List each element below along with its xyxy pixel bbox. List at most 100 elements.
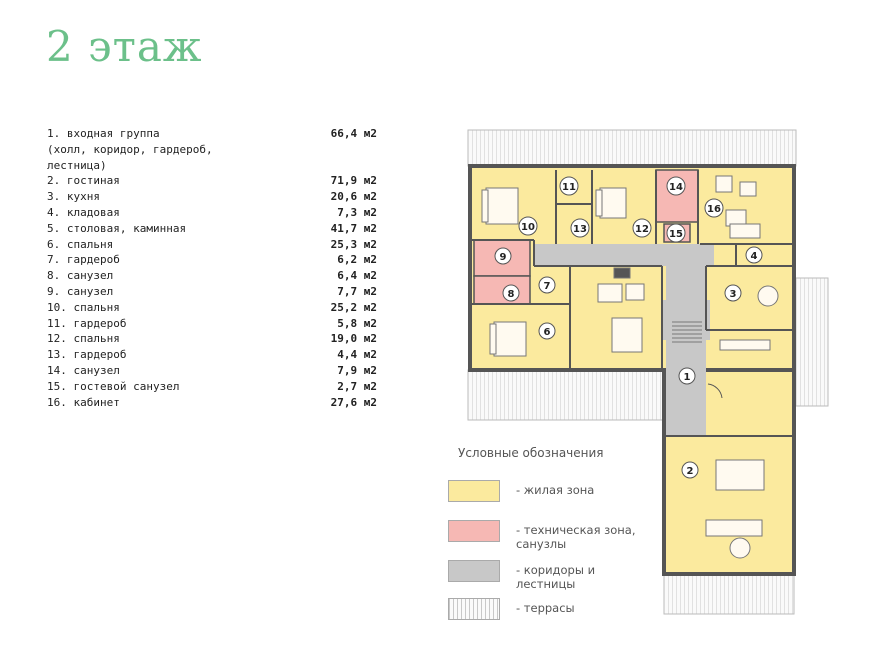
room-row: 9. санузел 7,7 м2 — [47, 284, 377, 300]
room-row: 8. санузел 6,4 м2 — [47, 268, 377, 284]
room-number: 14 — [669, 182, 683, 193]
room-row: 10. спальня 25,2 м2 — [47, 300, 377, 316]
room-name: 15. гостевой санузел — [47, 379, 180, 393]
room-name: 10. спальня — [47, 300, 120, 314]
room-name: 16. кабинет — [47, 395, 120, 409]
room-area: 6,2 м2 — [337, 253, 377, 267]
room-name: 9. санузел — [47, 284, 114, 298]
room-area: 25,2 м2 — [330, 300, 377, 314]
room-name: (холл, коридор, гардероб, — [47, 142, 213, 156]
room-name: 1. входная группа — [47, 127, 160, 140]
room-name: 8. санузел — [47, 269, 114, 283]
label-circle — [724, 284, 742, 302]
room-row: 13. гардероб 4,4 м2 — [47, 347, 377, 363]
room-row: 6. спальня 25,3 м2 — [47, 237, 377, 253]
room-row: 14. санузел 7,9 м2 — [47, 363, 377, 379]
room-row: 5. столовая, каминная 41,7 м2 — [47, 221, 377, 237]
legend-label: - коридоры и лестницы — [516, 563, 596, 591]
terrace-bottom-left — [467, 369, 665, 421]
room-row: 7. гардероб 6,2 м2 — [47, 252, 377, 268]
room-name: лестница) — [47, 158, 107, 172]
room-area: 5,8 м2 — [337, 316, 377, 330]
label-circle — [745, 246, 763, 264]
label-circle — [518, 216, 538, 236]
room-area: 25,3 м2 — [330, 237, 377, 251]
room-row: 2. гостиная 71,9 м2 — [47, 173, 377, 189]
landing — [662, 300, 710, 340]
room-number: 6 — [544, 327, 551, 338]
room-row: 12. спальня 19,0 м2 — [47, 331, 377, 347]
room-number: 8 — [508, 289, 515, 300]
label-circle — [538, 276, 556, 294]
label-circle — [666, 176, 686, 196]
terrace-bottom-right — [663, 573, 795, 615]
room-name: 14. санузел — [47, 363, 120, 377]
room-number: 15 — [669, 229, 683, 240]
label-circle — [494, 247, 512, 265]
room-name: 6. спальня — [47, 237, 114, 251]
entry-door — [707, 383, 723, 399]
interior-walls — [470, 170, 794, 437]
legend-swatch-terrace — [448, 598, 500, 620]
room-row: (холл, коридор, гардероб, — [47, 142, 377, 158]
room-area: 71,9 м2 — [330, 174, 377, 188]
room-area: 19,0 м2 — [330, 332, 377, 346]
legend-title: Условные обозначения — [458, 446, 604, 460]
legend-label: - жилая зона — [516, 483, 595, 497]
label-circle — [666, 223, 686, 243]
label-circle — [570, 218, 590, 238]
page-title: 2 этаж — [46, 22, 203, 71]
room-number: 7 — [544, 281, 551, 292]
room-area: 4,4 м2 — [337, 348, 377, 362]
room-row: 4. кладовая 7,3 м2 — [47, 205, 377, 221]
room-row: лестница) — [47, 158, 377, 174]
room-number: 1 — [684, 372, 691, 383]
room-name: 7. гардероб — [47, 253, 120, 267]
room-number: 12 — [635, 224, 649, 235]
room-area: 6,4 м2 — [337, 269, 377, 283]
furniture — [481, 175, 779, 559]
room-name: 4. кладовая — [47, 205, 120, 219]
room-row: 16. кабинет 27,6 м2 — [47, 395, 377, 411]
legend-swatch-tech — [448, 520, 500, 542]
room-name: 11. гардероб — [47, 316, 127, 330]
legend-label: - техническая зона, санузлы — [516, 523, 636, 551]
room-number: 10 — [521, 222, 535, 233]
label-circle — [502, 284, 520, 302]
room-name: 5. столовая, каминная — [47, 221, 187, 235]
room-area: 7,9 м2 — [337, 363, 377, 377]
room-number-labels: 1 2 3 4 6 7 8 9 10 11 12 13 14 15 16 — [494, 176, 763, 479]
room-list: 1. входная группа 66,4 м2 (холл, коридор,… — [47, 126, 377, 410]
room-name: 13. гардероб — [47, 348, 127, 362]
zone-bath-8 — [473, 275, 531, 305]
label-circle — [538, 322, 556, 340]
room-area: 2,7 м2 — [337, 379, 377, 393]
room-number: 16 — [707, 204, 721, 215]
legend-swatch-living — [448, 480, 500, 502]
room-area: 7,7 м2 — [337, 284, 377, 298]
label-circle — [681, 461, 699, 479]
label-circle — [704, 198, 724, 218]
room-area: 27,6 м2 — [330, 395, 377, 409]
room-row: 15. гостевой санузел 2,7 м2 — [47, 379, 377, 395]
room-number: 13 — [573, 224, 587, 235]
legend-label: - террасы — [516, 601, 575, 615]
room-row: 11. гардероб 5,8 м2 — [47, 316, 377, 332]
room-number: 2 — [687, 466, 694, 477]
terrace-top — [467, 129, 797, 167]
room-area: 7,3 м2 — [337, 205, 377, 219]
room-area: 20,6 м2 — [330, 190, 377, 204]
room-area: 41,7 м2 — [330, 221, 377, 235]
room-name: 2. гостиная — [47, 174, 120, 188]
room-number: 3 — [730, 289, 737, 300]
label-circle — [632, 218, 652, 238]
legend-swatch-corridor — [448, 560, 500, 582]
label-circle — [559, 176, 579, 196]
room-number: 9 — [500, 252, 507, 263]
room-name: 12. спальня — [47, 332, 120, 346]
room-number: 11 — [562, 182, 576, 193]
room-number: 4 — [751, 251, 758, 262]
room-area: 66,4 м2 — [330, 127, 377, 140]
